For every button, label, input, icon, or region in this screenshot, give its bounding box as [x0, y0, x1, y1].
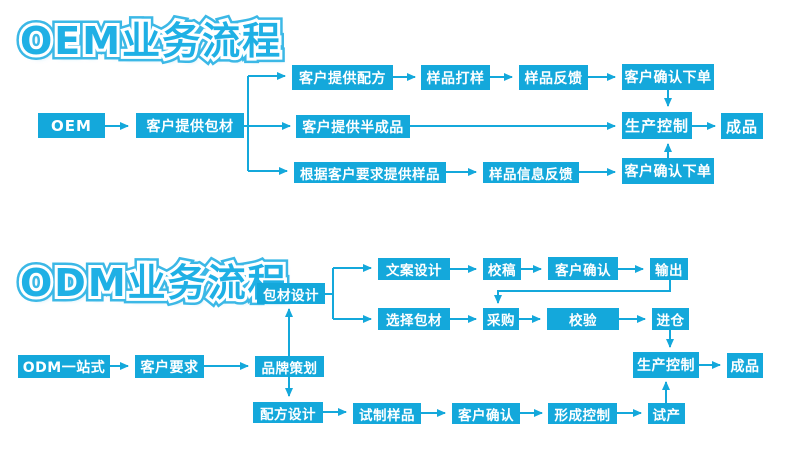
node-odm-customer-confirm-top: 客户确认 — [548, 257, 618, 280]
oem-title-text: OEM业务流程 — [20, 19, 283, 63]
node-odm-customer-confirm-bottom: 客户确认 — [452, 403, 520, 424]
node-oem-provide-semifinished: 客户提供半成品 — [296, 115, 410, 138]
node-odm-purchasing: 采购 — [483, 308, 519, 330]
node-oem-provide-samples-on-request: 根据客户要求提供样品 — [294, 162, 446, 183]
node-odm-output: 输出 — [650, 258, 688, 280]
node-oem-confirm-order-bottom: 客户确认下单 — [622, 158, 714, 184]
odm-title-white-stroke: ODM业务流程 — [17, 258, 289, 308]
node-odm-select-packaging: 选择包材 — [378, 308, 450, 330]
oem-title-white-stroke: OEM业务流程 — [17, 16, 283, 66]
node-oem-start: OEM — [38, 113, 105, 138]
node-odm-trial-samples: 试制样品 — [353, 403, 421, 424]
node-odm-start: ODM一站式 — [18, 355, 110, 378]
oem-title-outline: OEM业务流程 — [14, 14, 285, 69]
odm-title-text: ODM业务流程 — [20, 261, 288, 305]
node-odm-brand-planning: 品牌策划 — [255, 356, 324, 377]
node-odm-finished-product: 成品 — [727, 353, 763, 378]
node-odm-copy-design: 文案设计 — [378, 258, 450, 280]
odm-section-title: ODM业务流程 ODM业务流程 ODM业务流程 — [15, 252, 292, 311]
node-odm-customer-requirements: 客户要求 — [135, 355, 204, 378]
node-oem-provide-formula: 客户提供配方 — [292, 65, 393, 90]
node-odm-proofreading: 校稿 — [483, 258, 521, 280]
node-oem-sample-feedback: 样品反馈 — [519, 65, 588, 90]
odm-title-outline: ODM业务流程 — [15, 256, 292, 311]
node-odm-formula-design: 配方设计 — [253, 402, 323, 423]
node-odm-forming-control: 形成控制 — [548, 403, 617, 424]
node-odm-production-control: 生产控制 — [633, 352, 699, 378]
oem-section-title: OEM业务流程 OEM业务流程 OEM业务流程 — [14, 10, 285, 69]
node-oem-finished-product: 成品 — [721, 113, 763, 139]
node-odm-packaging-design: 包材设计 — [257, 283, 325, 304]
node-oem-sample-proofing: 样品打样 — [421, 65, 490, 90]
node-odm-warehousing: 进仓 — [652, 308, 689, 330]
node-odm-verification: 校验 — [547, 308, 619, 330]
node-oem-production-control: 生产控制 — [622, 112, 692, 139]
node-oem-confirm-order-top: 客户确认下单 — [622, 64, 714, 90]
node-oem-provide-packaging: 客户提供包材 — [136, 113, 244, 138]
node-oem-sample-info-feedback: 样品信息反馈 — [483, 162, 579, 183]
node-odm-trial-production: 试产 — [648, 403, 685, 424]
